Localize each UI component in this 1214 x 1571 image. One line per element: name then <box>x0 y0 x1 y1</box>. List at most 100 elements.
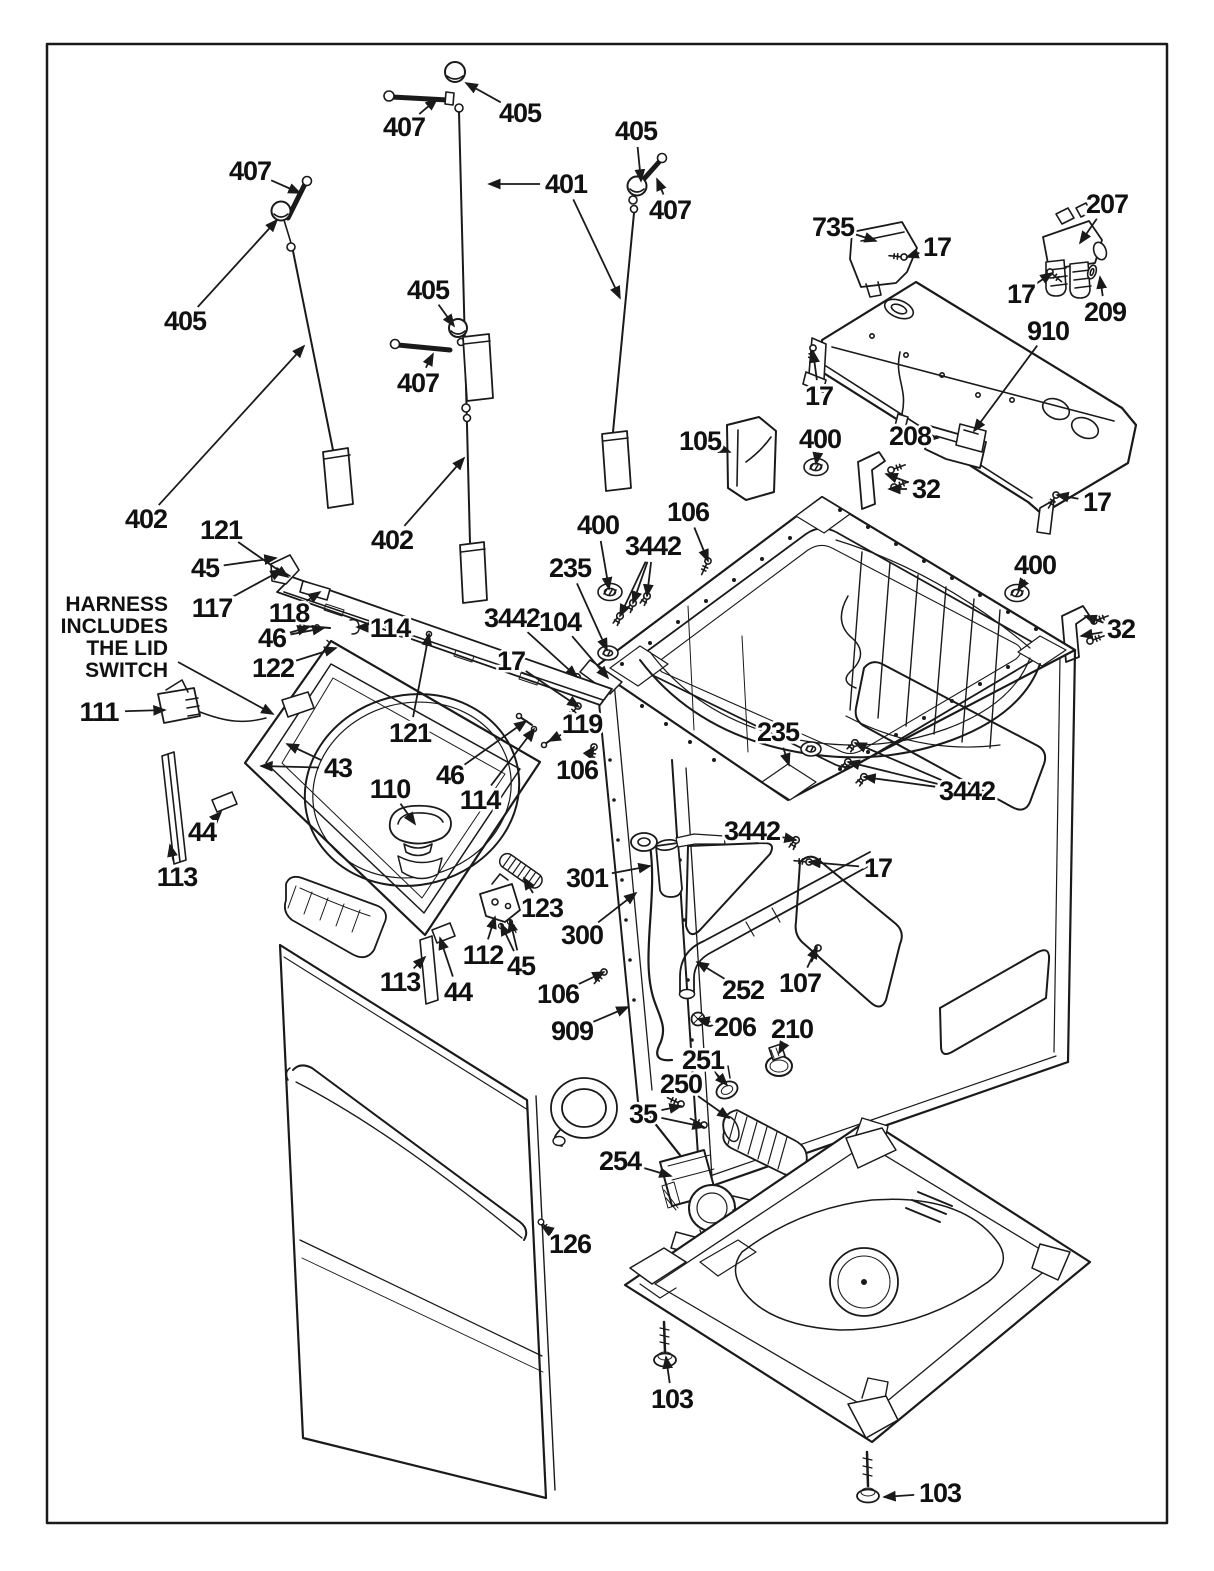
part-number-label: 17 <box>497 646 525 676</box>
leader-line <box>809 349 820 381</box>
leader-line <box>662 1355 674 1384</box>
part-number-label: 407 <box>649 195 691 225</box>
part-number-label: 17 <box>1083 487 1111 517</box>
leader-line <box>1078 218 1098 245</box>
leader-line <box>905 248 920 259</box>
leader-line <box>500 922 515 952</box>
part-number-label: 208 <box>889 421 932 451</box>
part-number-label: 121 <box>389 718 432 748</box>
leader-line <box>523 876 535 894</box>
part-number-label: 735 <box>812 212 855 242</box>
part-number-label: 3442 <box>724 816 780 846</box>
leader-line <box>1035 271 1054 285</box>
leader-line <box>631 561 649 605</box>
leader-line <box>399 803 417 826</box>
part-number-label: 46 <box>436 760 465 790</box>
leader-line <box>418 97 439 115</box>
part-number-label: 126 <box>549 1229 592 1259</box>
leader-line <box>572 198 621 300</box>
leader-line <box>661 1117 706 1130</box>
part-number-label: 111 <box>79 697 119 727</box>
leader-line <box>812 451 824 466</box>
part-number-label: 44 <box>444 977 473 1007</box>
part-number-label: 32 <box>1107 614 1135 644</box>
cabinet-group <box>540 251 1077 1190</box>
part-number-label: 402 <box>371 525 413 555</box>
leader-line <box>1096 275 1108 297</box>
part-number-label: 106 <box>556 755 599 785</box>
part-number-label: 118 <box>269 598 311 628</box>
leader-line <box>295 646 338 662</box>
leader-line <box>611 862 652 875</box>
leader-line <box>223 554 278 567</box>
part-number-label: 113 <box>380 967 422 997</box>
part-number-label: 3442 <box>484 603 540 633</box>
leader-line <box>540 1225 555 1237</box>
leader-line <box>464 719 528 766</box>
leader-line <box>882 1490 915 1502</box>
part-number-label: 407 <box>383 112 425 142</box>
part-number-label: 32 <box>912 474 940 504</box>
leader-line <box>855 232 878 243</box>
leader-line <box>571 635 610 680</box>
leader-line <box>158 344 306 506</box>
leader-line <box>643 561 654 598</box>
leader-line <box>124 704 167 716</box>
leader-line <box>1079 628 1103 640</box>
leader-line <box>592 1006 630 1023</box>
leader-line <box>412 955 427 970</box>
leader-line <box>695 961 725 980</box>
part-number-label: 106 <box>537 979 580 1009</box>
leader-line <box>697 1095 731 1120</box>
part-number-label: 909 <box>551 1016 594 1046</box>
part-number-label: 46 <box>258 623 287 653</box>
leader-line <box>656 177 667 195</box>
leader-line <box>167 843 178 862</box>
part-number-label: 117 <box>192 593 233 623</box>
part-number-label: 405 <box>499 98 542 128</box>
page-border <box>45 42 1169 1525</box>
part-number-label: 405 <box>615 116 658 146</box>
leader-line <box>289 625 311 636</box>
leader-line <box>807 857 860 869</box>
harness-note-line: THE LID <box>86 637 168 660</box>
leader-line <box>717 442 732 454</box>
part-number-label: 250 <box>660 1069 702 1099</box>
part-number-label: 107 <box>779 968 821 998</box>
part-number-label: 119 <box>562 709 604 739</box>
harness-note-line: INCLUDES <box>61 615 168 638</box>
part-number-label: 17 <box>1007 279 1035 309</box>
part-number-label: 44 <box>188 817 217 847</box>
leader-line <box>464 82 502 104</box>
leader-line <box>412 632 433 718</box>
part-number-label: 910 <box>1027 316 1069 346</box>
leader-line <box>576 583 608 652</box>
part-number-label: 3442 <box>939 776 995 806</box>
part-number-label: 110 <box>370 774 411 804</box>
leader-line <box>231 569 284 599</box>
part-number-label: 400 <box>577 510 619 540</box>
leader-line <box>582 745 596 760</box>
part-number-label: 114 <box>460 785 502 815</box>
leader-line <box>1016 577 1030 592</box>
part-number-label: 106 <box>667 497 710 527</box>
leader-line <box>884 473 909 484</box>
leader-line <box>1055 491 1079 503</box>
leader-line <box>696 1016 711 1027</box>
leader-line <box>643 1167 673 1178</box>
leader-line <box>490 727 536 787</box>
part-number-label: 300 <box>561 920 603 950</box>
part-number-label: 254 <box>599 1146 642 1176</box>
part-number-label: 113 <box>157 862 199 892</box>
part-number-label: 402 <box>125 504 167 534</box>
leader-line <box>853 742 943 782</box>
leader-line <box>270 179 302 194</box>
part-number-label: 405 <box>164 306 207 336</box>
base-pan-group <box>623 1117 1092 1504</box>
leader-line <box>715 1072 729 1087</box>
part-number-label: 122 <box>252 653 294 683</box>
leader-line <box>438 936 454 977</box>
part-number-label: 251 <box>682 1045 725 1075</box>
leader-line <box>597 891 638 924</box>
